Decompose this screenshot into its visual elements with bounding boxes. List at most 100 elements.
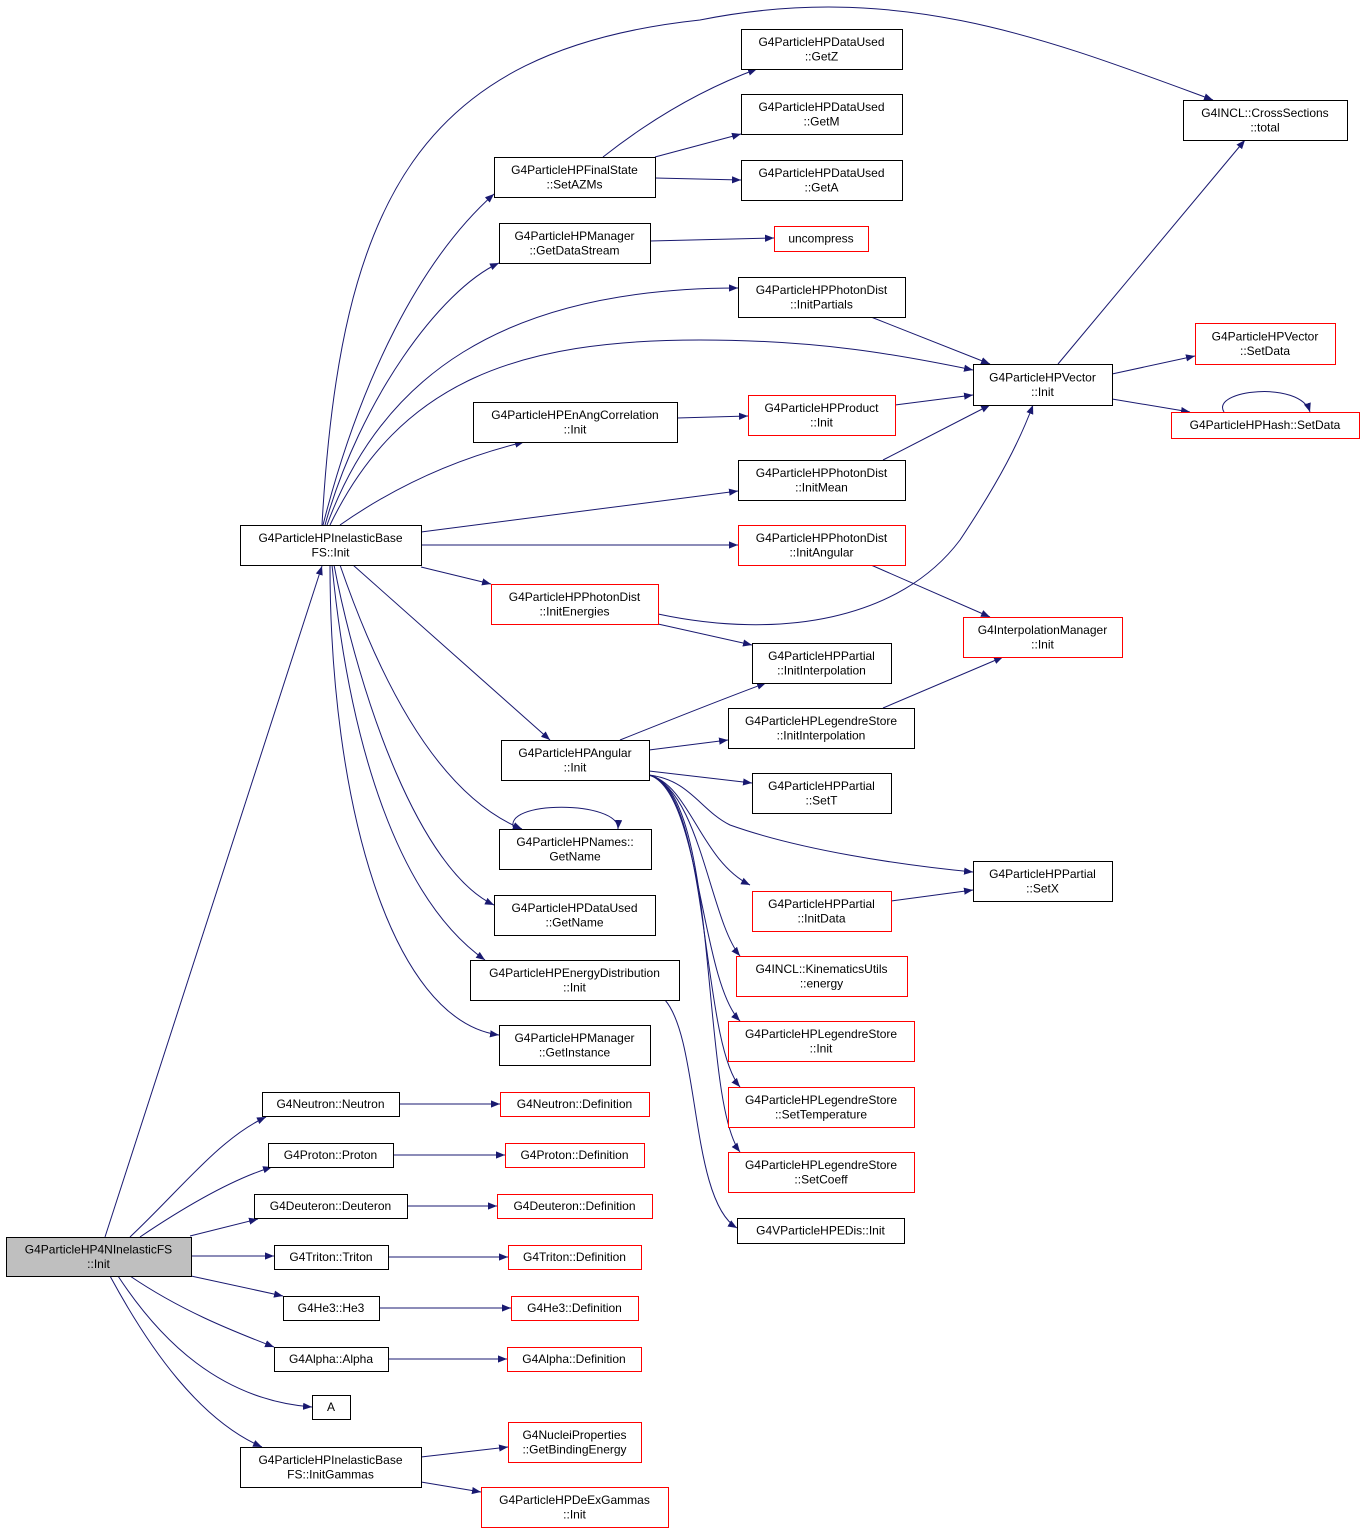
node-getZ[interactable]: G4ParticleHPDataUsed::GetZ — [741, 29, 903, 70]
node-box — [741, 160, 903, 201]
node-label-line: ::GetM — [803, 114, 839, 128]
node-a[interactable]: A — [312, 1395, 351, 1420]
node-label-line: G4ParticleHPPhotonDist — [509, 590, 641, 604]
edge-setAZMs-to-getZ — [602, 68, 758, 158]
node-partialSetT[interactable]: G4ParticleHPPartial::SetT — [752, 773, 892, 814]
node-dataUsedGetName[interactable]: G4ParticleHPDataUsed::GetName — [494, 895, 656, 936]
edge-line — [339, 440, 525, 526]
node-box — [1195, 323, 1336, 365]
node-setAZMs[interactable]: G4ParticleHPFinalState::SetAZMs — [494, 157, 656, 198]
node-initMean[interactable]: G4ParticleHPPhotonDist::InitMean — [738, 460, 906, 501]
node-vpeDisInit[interactable]: G4VParticleHPEDis::Init — [737, 1218, 905, 1244]
edge-line — [512, 806, 623, 830]
edge-baseInit-to-setAZMs — [322, 193, 495, 526]
node-deuteronDef[interactable]: G4Deuteron::Definition — [497, 1194, 653, 1219]
node-bindingEnergy[interactable]: G4NucleiProperties::GetBindingEnergy — [508, 1422, 642, 1463]
edge-baseInit-to-angularInit — [352, 564, 551, 741]
node-legendreInitInterp[interactable]: G4ParticleHPLegendreStore::InitInterpola… — [728, 708, 915, 749]
node-label-line: G4ParticleHPEnAngCorrelation — [491, 408, 658, 422]
node-label-line: ::Init — [810, 415, 833, 429]
edge-line — [189, 1217, 259, 1237]
node-box — [728, 1152, 915, 1193]
node-root[interactable]: G4ParticleHP4NInelasticFS::Init — [6, 1237, 192, 1277]
edge-root-to-he3 — [190, 1275, 284, 1298]
node-box — [491, 584, 659, 625]
node-enAngInit[interactable]: G4ParticleHPEnAngCorrelation::Init — [473, 402, 678, 443]
node-triton[interactable]: G4Triton::Triton — [274, 1245, 389, 1270]
edge-enAngInit-to-productInit — [676, 412, 749, 420]
edge-angularInit-to-partialInitInterp — [619, 682, 767, 741]
node-crossTotal[interactable]: G4INCL::CrossSections::total — [1183, 100, 1348, 141]
node-legendreSetCoeff[interactable]: G4ParticleHPLegendreStore::SetCoeff — [728, 1152, 915, 1193]
edge-line — [420, 566, 492, 586]
node-tritonDef[interactable]: G4Triton::Definition — [508, 1245, 642, 1270]
node-box — [497, 1194, 653, 1219]
node-protonDef[interactable]: G4Proton::Definition — [505, 1143, 645, 1168]
node-label-line: ::GetBindingEnergy — [522, 1442, 626, 1456]
node-he3[interactable]: G4He3::He3 — [283, 1296, 380, 1321]
node-label-line: ::InitInterpolation — [777, 728, 866, 742]
node-neutronDef[interactable]: G4Neutron::Definition — [500, 1092, 650, 1117]
node-getM[interactable]: G4ParticleHPDataUsed::GetM — [741, 94, 903, 135]
node-label-line: FS::Init — [311, 545, 350, 559]
node-partialInitInterp[interactable]: G4ParticleHPPartial::InitInterpolation — [752, 643, 892, 684]
node-label-line: G4Deuteron::Definition — [513, 1199, 635, 1213]
node-label-line: FS::InitGammas — [287, 1467, 374, 1481]
node-getInstance[interactable]: G4ParticleHPManager::GetInstance — [499, 1025, 651, 1066]
edge-initEnergies-to-vectorInit — [657, 404, 1034, 626]
node-deuteron[interactable]: G4Deuteron::Deuteron — [254, 1194, 408, 1219]
node-label-line: G4Alpha::Definition — [522, 1352, 625, 1366]
node-label-line: G4He3::Definition — [527, 1301, 622, 1315]
node-namesGetName[interactable]: G4ParticleHPNames::GetName — [499, 829, 652, 870]
node-legendreInit[interactable]: G4ParticleHPLegendreStore::Init — [728, 1021, 915, 1062]
node-angularInit[interactable]: G4ParticleHPAngular::Init — [501, 740, 650, 781]
node-initAngular[interactable]: G4ParticleHPPhotonDist::InitAngular — [738, 525, 906, 566]
node-interpMgrInit[interactable]: G4InterpolationManager::Init — [963, 617, 1123, 658]
node-label-line: ::InitMean — [795, 480, 848, 494]
node-hashSetData[interactable]: G4ParticleHPHash::SetData — [1171, 412, 1360, 439]
node-box — [240, 1447, 422, 1488]
node-partialInitData[interactable]: G4ParticleHPPartial::InitData — [752, 891, 892, 932]
node-label-line: G4ParticleHPDataUsed — [758, 100, 884, 114]
node-alphaDef[interactable]: G4Alpha::Definition — [507, 1347, 642, 1372]
edge-line — [654, 176, 742, 184]
node-legendreSetTemp[interactable]: G4ParticleHPLegendreStore::SetTemperatur… — [728, 1087, 915, 1128]
edge-baseInitGammas-to-deExGammas — [420, 1481, 482, 1495]
node-energyDistInit[interactable]: G4ParticleHPEnergyDistribution::Init — [470, 960, 680, 1001]
node-box — [501, 740, 650, 781]
edge-line — [648, 774, 751, 886]
edge-line — [619, 682, 767, 741]
node-initPartials[interactable]: G4ParticleHPPhotonDist::InitPartials — [738, 277, 906, 318]
node-vectorSetData[interactable]: G4ParticleHPVector::SetData — [1195, 323, 1336, 365]
node-box — [494, 895, 656, 936]
node-vectorInit[interactable]: G4ParticleHPVector::Init — [973, 364, 1113, 406]
node-proton[interactable]: G4Proton::Proton — [268, 1143, 394, 1168]
node-label-line: G4ParticleHPEnergyDistribution — [489, 966, 660, 980]
edge-line — [324, 262, 500, 526]
node-label-line: G4ParticleHPPhotonDist — [756, 531, 888, 545]
node-deExGammas[interactable]: G4ParticleHPDeExGammas::Init — [481, 1487, 669, 1528]
node-box — [283, 1296, 380, 1321]
edge-line — [1222, 391, 1311, 413]
node-neutron[interactable]: G4Neutron::Neutron — [262, 1092, 400, 1117]
node-label-line: G4INCL::CrossSections — [1201, 106, 1328, 120]
node-uncompress[interactable]: uncompress — [774, 226, 869, 252]
node-he3Def[interactable]: G4He3::Definition — [511, 1296, 639, 1321]
node-kinEnergy[interactable]: G4INCL::KinematicsUtils::energy — [736, 956, 908, 997]
node-label-line: ::Init — [87, 1257, 110, 1271]
edge-line — [602, 68, 758, 158]
node-box — [1183, 100, 1348, 141]
node-alpha[interactable]: G4Alpha::Alpha — [274, 1347, 389, 1372]
node-label-line: G4ParticleHPVector — [1212, 329, 1319, 343]
node-label-line: ::SetCoeff — [794, 1172, 848, 1186]
node-getA[interactable]: G4ParticleHPDataUsed::GetA — [741, 160, 903, 201]
node-getDataStream[interactable]: G4ParticleHPManager::GetDataStream — [499, 223, 651, 264]
node-partialSetX[interactable]: G4ParticleHPPartial::SetX — [973, 861, 1113, 902]
node-label-line: ::SetData — [1240, 344, 1290, 358]
node-initEnergies[interactable]: G4ParticleHPPhotonDist::InitEnergies — [491, 584, 659, 625]
node-label-line: G4ParticleHPLegendreStore — [745, 1093, 897, 1107]
node-productInit[interactable]: G4ParticleHPProduct::Init — [748, 395, 896, 436]
